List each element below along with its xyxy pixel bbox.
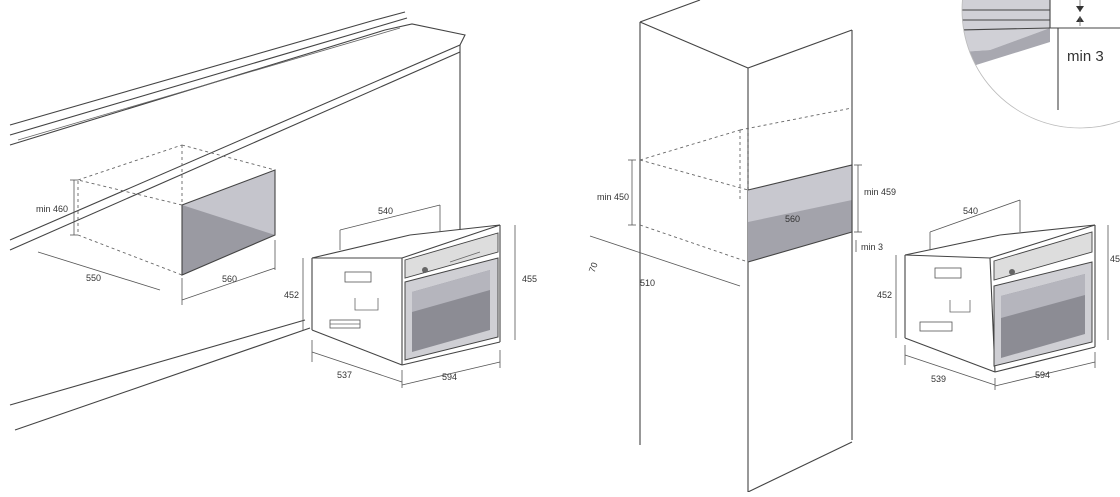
detail-zoom-label: min 3 xyxy=(1067,48,1104,65)
right-oven-height-right-label: 45 xyxy=(1110,254,1120,264)
left-oven-width-label: 594 xyxy=(442,372,457,382)
left-oven-height-right-label: 455 xyxy=(522,274,537,284)
niche-min-height-dimension: min 460 xyxy=(36,179,78,236)
column-height-right-label: min 459 xyxy=(864,187,896,197)
column-depth-label: 510 xyxy=(640,278,655,288)
right-oven-width-label: 594 xyxy=(1035,370,1050,380)
right-oven-top-width-label: 540 xyxy=(963,206,978,216)
left-oven-top-width-label: 540 xyxy=(378,206,393,216)
niche-depth-dimension: 550 xyxy=(37,251,161,291)
left-oven-depth-label: 537 xyxy=(337,370,352,380)
column-side-label: 70 xyxy=(587,261,600,274)
column-inner-width-label: 560 xyxy=(785,214,800,224)
right-oven-height-left-label: 452 xyxy=(877,290,892,300)
tall-column xyxy=(639,0,853,493)
niche-width-dimension: 560 xyxy=(181,240,276,305)
right-oven xyxy=(904,224,1096,373)
niche-cutout xyxy=(77,144,276,276)
left-oven-dimensions: 540 452 455 537 594 xyxy=(284,204,537,388)
column-dimensions: min 450 min 459 560 min 3 70 510 xyxy=(587,159,896,288)
column-min-height-left-label: min 450 xyxy=(597,192,629,202)
right-oven-depth-label: 539 xyxy=(931,374,946,384)
countertop xyxy=(9,11,466,431)
detail-zoom-callout: min 3 xyxy=(961,0,1120,129)
left-oven-height-left-label: 452 xyxy=(284,290,299,300)
niche-depth-label: 550 xyxy=(86,273,101,283)
right-oven-dimensions: 540 452 45 539 594 xyxy=(877,199,1120,390)
left-oven xyxy=(311,224,501,366)
niche-min-height-label: min 460 xyxy=(36,204,68,214)
column-gap-label: min 3 xyxy=(861,242,883,252)
niche-width-label: 560 xyxy=(222,274,237,284)
